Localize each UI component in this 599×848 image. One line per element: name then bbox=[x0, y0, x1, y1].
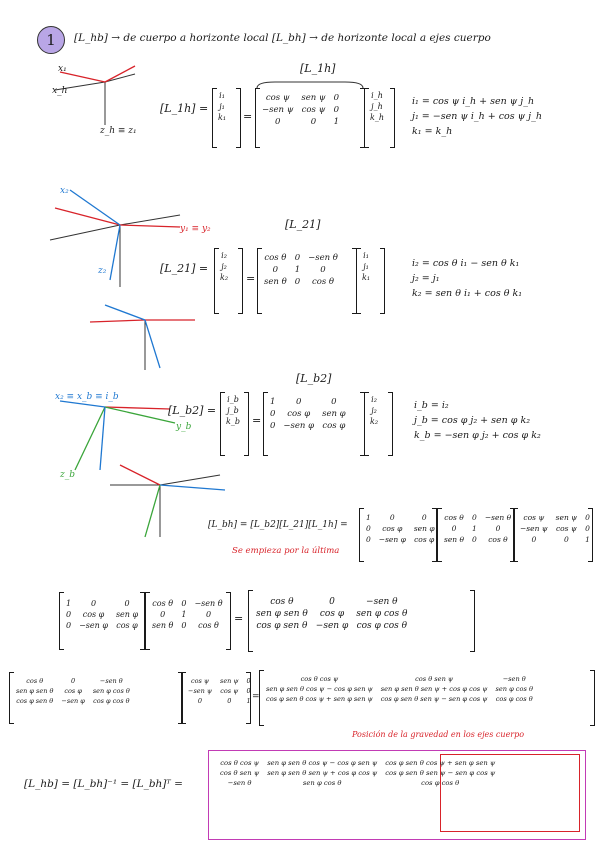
L21-label: [L_21] bbox=[285, 218, 321, 231]
L1h-label: [L_1h] bbox=[300, 62, 336, 75]
product-lhs: [L_bh] = [L_b2][L_21][L_1h] = bbox=[208, 520, 348, 530]
section-number-badge: 1 bbox=[37, 26, 65, 54]
diagram-theta-rotation bbox=[49, 189, 181, 287]
lhs1: [L_1h] = bbox=[160, 102, 209, 115]
axis-z2-label: z₂ bbox=[98, 266, 107, 276]
inverse-lhs: [L_hb] = [L_bh]⁻¹ = [L_bh]ᵀ = bbox=[24, 778, 183, 790]
diagram-full-axes bbox=[110, 464, 226, 538]
note-start-last: Se empieza por la última bbox=[232, 546, 340, 556]
axis-x2-label: x₂ bbox=[60, 186, 69, 196]
axis-x1-label: x₁ bbox=[58, 64, 67, 74]
lhs3: [L_b2] = bbox=[168, 404, 217, 417]
diagram-phi-rotation bbox=[59, 400, 176, 471]
axis-zb-label: z_b bbox=[60, 470, 76, 480]
axis-yb-label: y_b bbox=[176, 422, 192, 432]
inverse-box bbox=[208, 750, 586, 840]
gravity-column-box bbox=[440, 754, 580, 832]
L1h-brace bbox=[256, 81, 364, 89]
header-text: [L_hb] → de cuerpo a horizonte local [L_… bbox=[74, 32, 491, 44]
Lb2-label: [L_b2] bbox=[296, 372, 332, 385]
section-number: 1 bbox=[46, 31, 56, 49]
lhs2: [L_21] = bbox=[160, 262, 209, 275]
axis-zh-label: z_h ≡ z₁ bbox=[100, 126, 137, 136]
axis-xh-label: x_h bbox=[52, 86, 68, 96]
axis-y1y2-label: y₁ ≡ y₂ bbox=[180, 224, 211, 234]
axis-xb-label: x₂ ≡ x_b ≡ i_b bbox=[55, 392, 119, 402]
diagram-theta-detail bbox=[89, 304, 195, 370]
diagram-psi-rotation bbox=[54, 65, 136, 125]
gravity-note: Posición de la gravedad en los ejes cuer… bbox=[352, 730, 525, 739]
